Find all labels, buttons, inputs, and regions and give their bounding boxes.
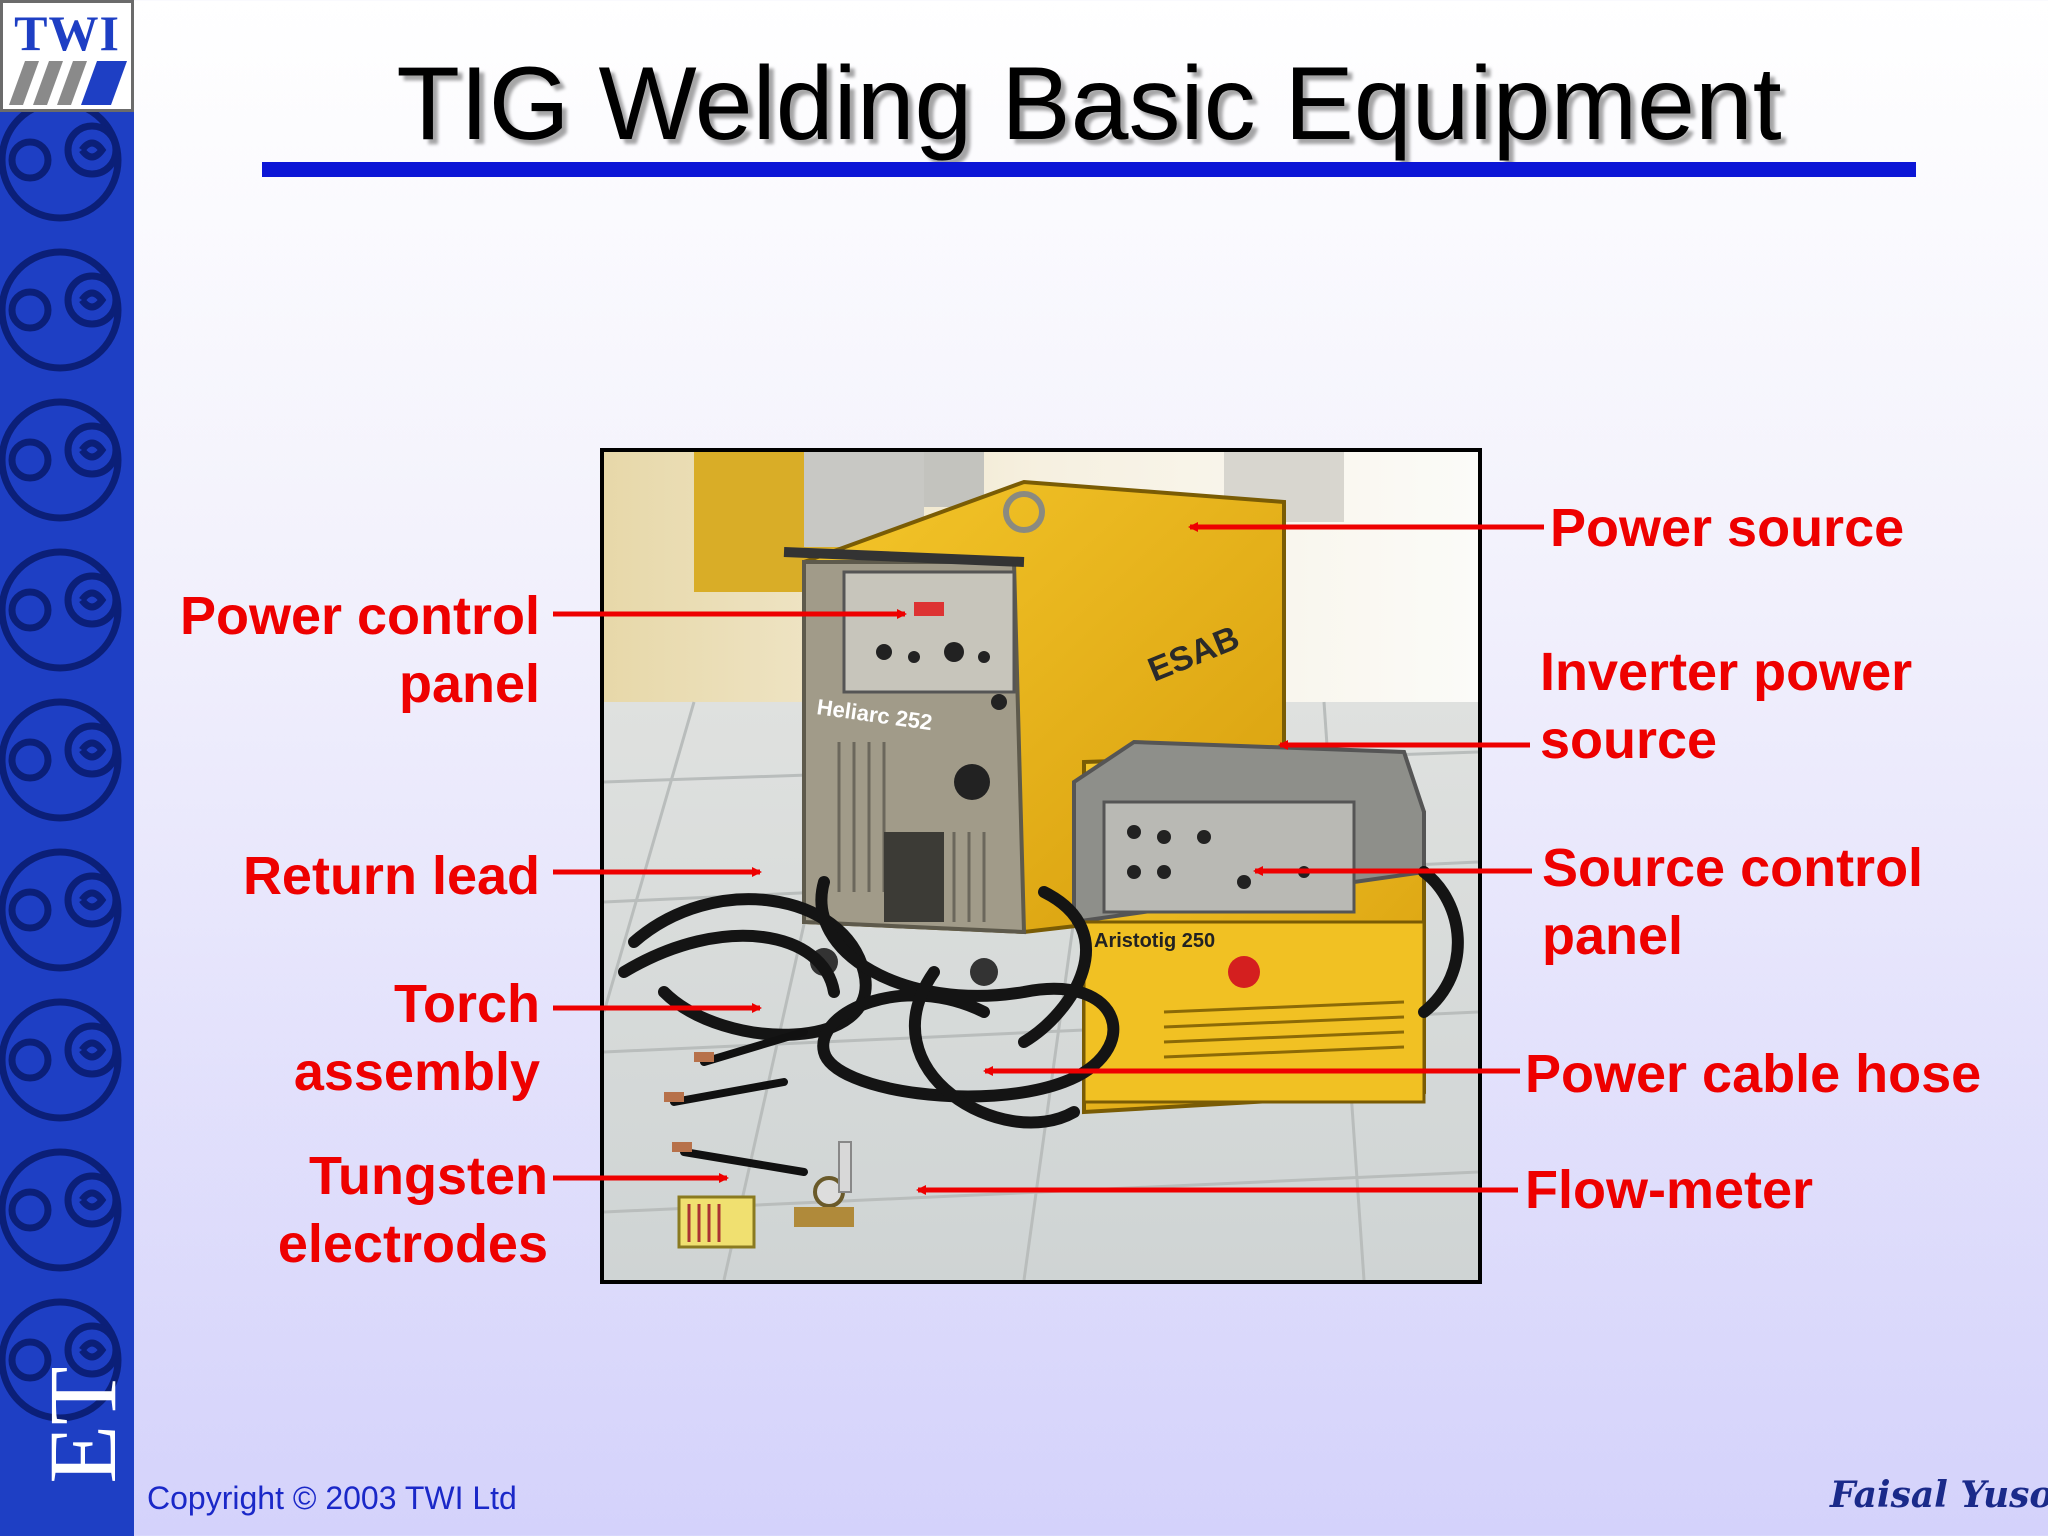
label-line: Power control [179,586,540,646]
twi-logo: TWI [0,0,134,112]
copyright-text: Copyright © 2003 TWI Ltd [147,1480,517,1516]
label-line: assembly [293,1042,540,1102]
author-signature: Faisal Yusof [1830,1474,2048,1516]
label-line: panel [1542,906,1684,966]
label-power-control-panel: Power control panel [180,582,540,718]
page-title: TIG Welding Basic Equipment [396,46,1782,162]
equipment-illustration: Heliarc 252 ESAB Aristotig 250 [604,452,1478,1280]
equipment-photo: Heliarc 252 ESAB Aristotig 250 [600,448,1482,1284]
title-rule [262,162,1916,177]
label-line: source [1540,710,1718,770]
label-line: panel [398,654,540,714]
label-line: Inverter power [1540,642,1913,702]
label-inverter-power-source: Inverter power source [1540,638,1912,774]
label-line: Source control [1542,838,1924,898]
label-tungsten-electrodes: Tungsten electrodes [278,1142,548,1278]
label-power-cable-hose: Power cable hose [1525,1044,1982,1104]
et-mark: ET [20,1330,134,1520]
logo-text: TWI [14,5,120,61]
decorative-pattern [0,98,134,1536]
et-label: ET [29,1366,134,1484]
logo-stripes-icon [9,61,127,105]
small-unit-model: Aristotig 250 [1094,930,1215,952]
label-flow-meter: Flow-meter [1525,1160,1814,1220]
label-return-lead: Return lead [242,846,540,906]
label-line: Tungsten [309,1146,548,1206]
label-torch-assembly: Torch assembly [294,970,540,1106]
label-line: electrodes [277,1214,548,1274]
label-line: Torch [394,974,540,1034]
label-power-source: Power source [1550,498,1905,558]
label-source-control-panel: Source control panel [1542,834,1923,970]
sidebar: ET [0,0,134,1536]
